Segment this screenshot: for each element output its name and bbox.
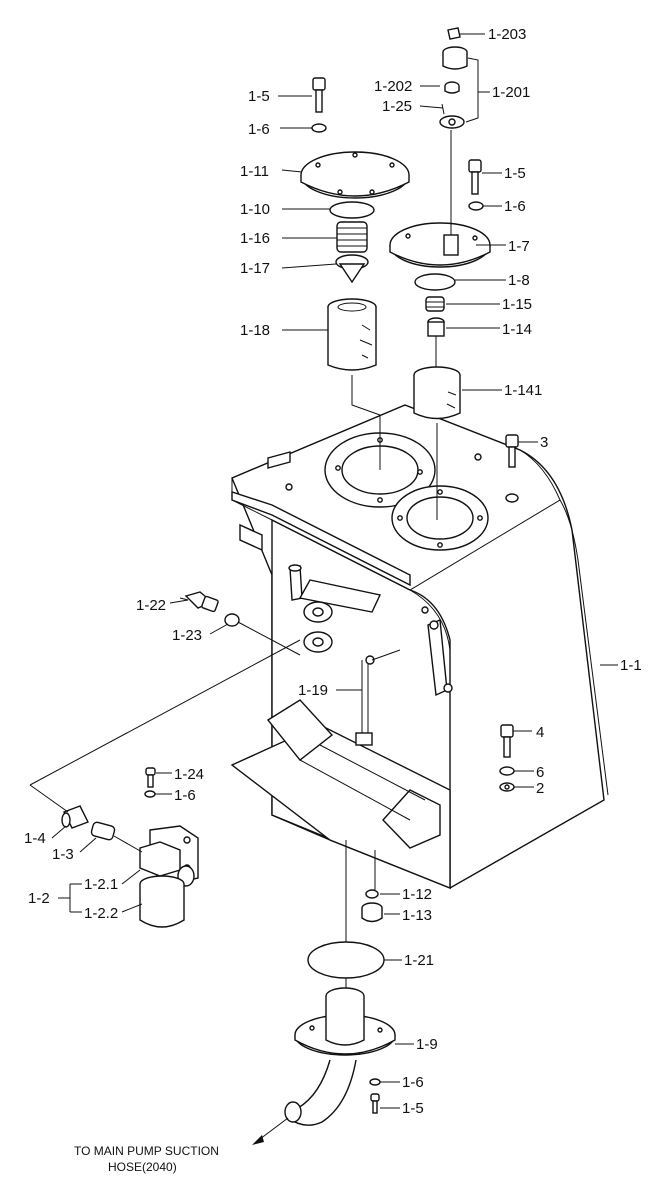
bolt-1-5-right (468, 159, 482, 195)
callout-2: 2 (536, 780, 544, 797)
callout-1-4: 1-4 (24, 830, 46, 847)
callout-1-6: 1-6 (248, 121, 270, 138)
callout-1-23: 1-23 (172, 627, 202, 644)
nut-2 (499, 782, 515, 792)
washer-1-6-right (468, 201, 484, 211)
callout-1-19: 1-19 (298, 682, 328, 699)
bolt-1-5-left (312, 77, 326, 113)
valve-1-14 (427, 317, 445, 372)
bolt-1-24 (145, 767, 156, 788)
washer-1-6-left (311, 123, 327, 133)
gasket-1-10 (329, 201, 375, 219)
o-ring-1-12 (365, 889, 379, 899)
callout-1-5: 1-5 (248, 88, 270, 105)
screw-1-25 (441, 103, 445, 115)
callout-1-14: 1-14 (502, 321, 532, 338)
callout-1-6-right: 1-6 (504, 198, 526, 215)
leader-lines (51, 33, 618, 1109)
callout-1-2.1: 1-2.1 (84, 876, 118, 893)
callout-labels: 1-203 1-202 1-201 1-25 1-5 1-6 1-11 1-10… (24, 26, 642, 1117)
hose-fitting-1-4 (61, 805, 89, 829)
gasket-1-21 (307, 941, 385, 979)
callout-1-12: 1-12 (402, 886, 432, 903)
callout-1-8: 1-8 (508, 272, 530, 289)
valve-1-17 (335, 254, 369, 284)
callout-1-13: 1-13 (402, 907, 432, 924)
bolt-1-5-bottom (370, 1093, 380, 1114)
washer-6 (499, 766, 515, 776)
o-ring-1-23 (224, 613, 240, 627)
washer-bolt-3 (505, 493, 519, 503)
callout-1-6-strainer: 1-6 (174, 787, 196, 804)
gasket-1-8 (414, 273, 456, 291)
bolt-4 (500, 724, 514, 758)
callout-1-18: 1-18 (240, 322, 270, 339)
filter-element-1-18 (327, 298, 377, 371)
callout-1-203: 1-203 (488, 26, 526, 43)
callout-1-202: 1-202 (374, 78, 412, 95)
callout-1-22: 1-22 (136, 597, 166, 614)
washer-1-6-bottom (369, 1078, 381, 1086)
spring-1-15 (425, 296, 445, 312)
tank-side-fittings (288, 564, 453, 697)
filter-canister-1-2.2 (139, 875, 185, 928)
breather-1-201 (442, 46, 468, 70)
callout-1-15: 1-15 (502, 296, 532, 313)
callout-1-3: 1-3 (52, 846, 74, 863)
suction-arrow (252, 1117, 289, 1145)
callout-1-5-right: 1-5 (504, 165, 526, 182)
callout-1-11: 1-11 (240, 163, 269, 180)
plug-1-13 (361, 902, 383, 923)
callout-1-2: 1-2 (28, 890, 50, 907)
nut-1-202 (444, 81, 460, 94)
filter-element-1-141 (413, 366, 461, 420)
callout-1-5-bottom: 1-5 (402, 1100, 424, 1117)
callout-1-10: 1-10 (240, 201, 270, 218)
callout-1-141: 1-141 (504, 382, 542, 399)
callout-1-25: 1-25 (382, 98, 412, 115)
cap-1-203 (447, 27, 461, 40)
callout-3: 3 (540, 434, 548, 451)
tank-top-opening-right (391, 485, 489, 551)
callout-1-6-bottom: 1-6 (402, 1074, 424, 1091)
callout-1-1: 1-1 (620, 657, 642, 674)
callout-1-17: 1-17 (240, 260, 270, 277)
note-line-2: HOSE(2040) (108, 1160, 177, 1174)
suction-hose-note: TO MAIN PUMP SUCTION HOSE(2040) (74, 1144, 219, 1174)
callout-4: 4 (536, 724, 544, 741)
sensor-1-22 (179, 591, 219, 613)
cover-1-7 (389, 130, 491, 268)
note-line-1: TO MAIN PUMP SUCTION (74, 1144, 219, 1158)
callout-1-24: 1-24 (174, 766, 204, 783)
washer-1-6-strainer (144, 790, 156, 798)
breather-base-1-201 (439, 115, 465, 129)
filter-head-1-2.1 (139, 841, 195, 887)
spring-1-16 (336, 221, 368, 253)
level-switch-1-19 (355, 649, 401, 746)
callout-1-2.2: 1-2.2 (84, 905, 118, 922)
callout-1-16: 1-16 (240, 230, 270, 247)
strainer-line (29, 639, 301, 853)
suction-pipe-1-9 (284, 987, 396, 1126)
connector-1-3 (90, 821, 116, 841)
callout-6: 6 (536, 764, 544, 781)
callout-1-21: 1-21 (404, 952, 434, 969)
bolt-3 (505, 434, 519, 468)
assembly-line-left (351, 375, 381, 470)
callout-1-9: 1-9 (416, 1036, 438, 1053)
callout-1-7: 1-7 (508, 238, 530, 255)
cover-1-11 (300, 151, 410, 199)
callout-1-201: 1-201 (492, 84, 530, 101)
